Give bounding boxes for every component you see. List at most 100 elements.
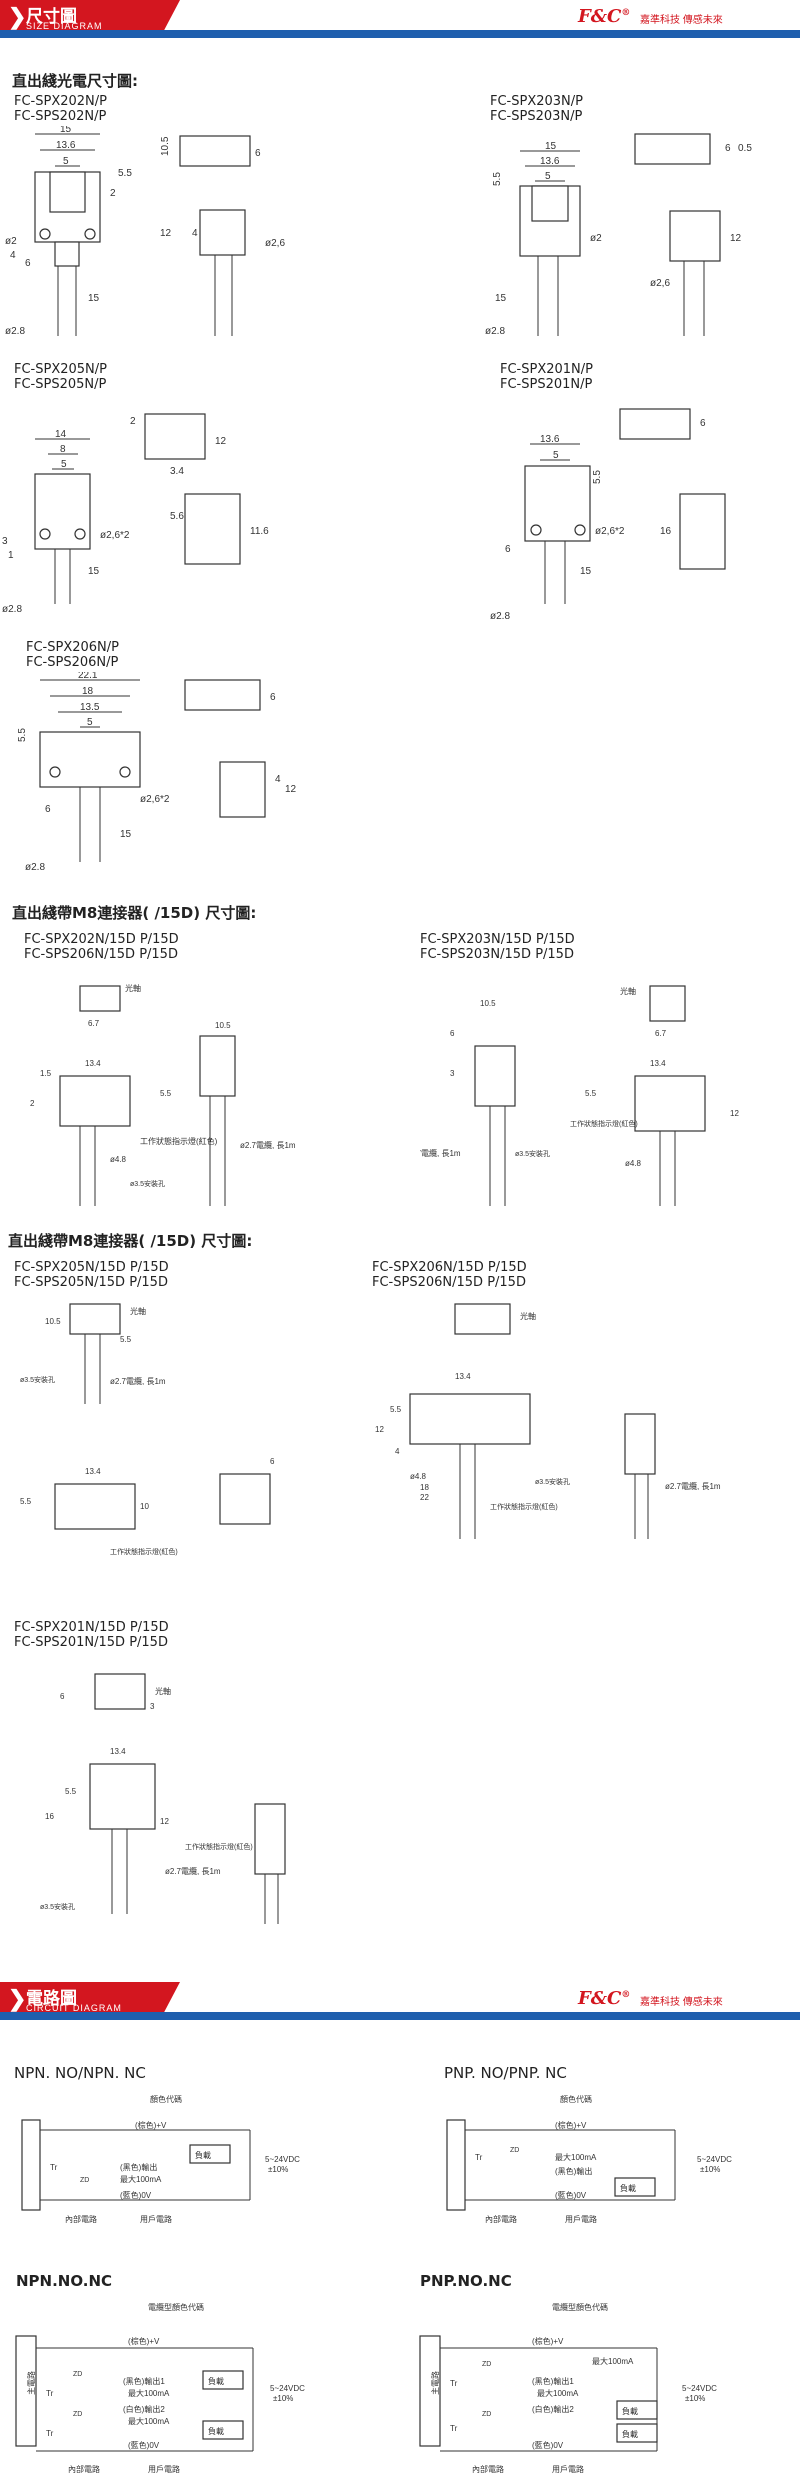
- svg-text:5: 5: [61, 459, 67, 470]
- svg-text:(藍色)0V: (藍色)0V: [555, 2190, 587, 2200]
- banner-title: 電路圖: [26, 1989, 77, 2009]
- svg-text:(黑色)輸出1: (黑色)輸出1: [532, 2376, 574, 2386]
- svg-text:4: 4: [10, 250, 16, 261]
- svg-text:光軸: 光軸: [620, 986, 636, 996]
- banner-title: 尺寸圖: [26, 7, 77, 27]
- svg-text:±10%: ±10%: [685, 2394, 705, 2403]
- svg-text:6: 6: [450, 1029, 455, 1038]
- svg-text:5: 5: [63, 156, 69, 167]
- svg-text:負載: 負載: [208, 2376, 224, 2386]
- svg-text:ø3.5安裝孔: ø3.5安裝孔: [40, 1902, 75, 1911]
- svg-text:ø4.8: ø4.8: [410, 1472, 427, 1481]
- circuit-npn-no-nc-dual: 主電路 負載 負載 電纜型顏色代碼 (棕色)+V (黑色)輸出1 最大100mA…: [15, 2302, 305, 2474]
- circuit-npn-no-nc: 負載 顏色代碼 (棕色)+V (黑色)輸出 最大100mA (藍色)0V 5~2…: [21, 2094, 300, 2224]
- svg-text:用戶電路: 用戶電路: [565, 2214, 597, 2224]
- svg-text:4: 4: [395, 1447, 400, 1456]
- svg-text:用戶電路: 用戶電路: [552, 2464, 584, 2474]
- svg-text:4: 4: [275, 774, 281, 785]
- svg-text:5.5: 5.5: [592, 470, 603, 484]
- svg-text:1.5: 1.5: [40, 1069, 52, 1078]
- svg-text:15: 15: [120, 829, 132, 840]
- svg-text:5.5: 5.5: [120, 1335, 132, 1344]
- svg-text:(黑色)輸出: (黑色)輸出: [120, 2162, 157, 2172]
- svg-text:工作狀態指示燈(紅色): 工作狀態指示燈(紅色): [570, 1119, 638, 1128]
- svg-text:(棕色)+V: (棕色)+V: [128, 2336, 160, 2346]
- svg-text:5.5: 5.5: [17, 728, 28, 742]
- brand-logo: F&C®: [578, 1988, 631, 2009]
- circuit-title: PNP. NO/PNP. NC: [444, 2064, 567, 2082]
- svg-text:±10%: ±10%: [700, 2165, 720, 2174]
- svg-text:10.5: 10.5: [160, 136, 171, 156]
- svg-text:內部電路: 內部電路: [485, 2214, 517, 2224]
- svg-text:ø2.7電纜, 長1m: ø2.7電纜, 長1m: [110, 1376, 166, 1386]
- circuit-diagram-banner: ❯ 電路圖 CIRCUIT DIAGRAM F&C® 嘉準科技 傳感未來: [0, 1982, 800, 2020]
- svg-text:用戶電路: 用戶電路: [140, 2214, 172, 2224]
- svg-text:15: 15: [88, 293, 100, 304]
- svg-text:ø3.5安裝孔: ø3.5安裝孔: [130, 1179, 165, 1188]
- svg-text:5~24VDC: 5~24VDC: [265, 2155, 300, 2164]
- svg-text:5.5: 5.5: [492, 172, 503, 186]
- svg-text:內部電路: 內部電路: [65, 2214, 97, 2224]
- svg-text:3: 3: [450, 1069, 455, 1078]
- svg-text:13.4: 13.4: [110, 1747, 126, 1756]
- svg-text:14: 14: [55, 429, 67, 440]
- svg-text:光軸: 光軸: [520, 1311, 536, 1321]
- svg-text:18: 18: [420, 1483, 429, 1492]
- svg-text:ø2.7電纜, 長1m: ø2.7電纜, 長1m: [420, 1148, 461, 1158]
- svg-text:電纜型顏色代碼: 電纜型顏色代碼: [552, 2302, 608, 2312]
- svg-text:12: 12: [160, 1817, 169, 1826]
- svg-text:ø2,6*2: ø2,6*2: [100, 530, 130, 541]
- svg-text:ø2.8: ø2.8: [485, 326, 505, 337]
- brand-slogan: 嘉準科技 傳感未來: [640, 1997, 723, 2008]
- svg-text:10: 10: [140, 1502, 149, 1511]
- svg-text:5~24VDC: 5~24VDC: [270, 2384, 305, 2393]
- svg-text:10.5: 10.5: [480, 999, 496, 1008]
- svg-text:15: 15: [580, 566, 592, 577]
- svg-text:最大100mA: 最大100mA: [128, 2416, 170, 2426]
- svg-text:內部電路: 內部電路: [68, 2464, 100, 2474]
- svg-text:(黑色)輸出1: (黑色)輸出1: [123, 2376, 165, 2386]
- svg-text:ø2.7電纜, 長1m: ø2.7電纜, 長1m: [240, 1140, 296, 1150]
- svg-text:ø3.5安裝孔: ø3.5安裝孔: [515, 1149, 550, 1158]
- svg-text:5.5: 5.5: [585, 1089, 597, 1098]
- svg-text:ø4.8: ø4.8: [110, 1155, 127, 1164]
- svg-text:ø2.8: ø2.8: [25, 862, 45, 873]
- svg-text:0.5: 0.5: [738, 143, 752, 154]
- svg-text:光軸: 光軸: [125, 983, 141, 993]
- svg-text:3: 3: [2, 536, 8, 547]
- section-heading-m8-b: 直出綫帶M8連接器( /15D) 尺寸圖:: [8, 1232, 253, 1250]
- svg-text:光軸: 光軸: [130, 1306, 146, 1316]
- svg-text:13.4: 13.4: [85, 1467, 101, 1476]
- svg-text:12: 12: [215, 436, 227, 447]
- svg-text:電纜型顏色代碼: 電纜型顏色代碼: [148, 2302, 204, 2312]
- svg-text:6: 6: [270, 1457, 275, 1466]
- circuit-title: NPN.NO.NC: [16, 2272, 113, 2290]
- svg-text:13.4: 13.4: [85, 1059, 101, 1068]
- svg-text:ø2.7電纜, 長1m: ø2.7電纜, 長1m: [165, 1866, 221, 1876]
- svg-text:15: 15: [545, 141, 557, 152]
- svg-text:5.5: 5.5: [390, 1405, 402, 1414]
- svg-text:最大100mA: 最大100mA: [592, 2356, 634, 2366]
- svg-text:6: 6: [25, 258, 31, 269]
- svg-text:13.6: 13.6: [540, 434, 560, 445]
- size-diagram-banner: ❯ 尺寸圖 SIZE DIAGRAM F&C® 嘉準科技 傳感未來: [0, 0, 800, 38]
- banner-subtitle: SIZE DIAGRAM: [26, 21, 103, 31]
- svg-text:ZD: ZD: [73, 2371, 82, 2378]
- svg-text:工作狀態指示燈(紅色): 工作狀態指示燈(紅色): [490, 1502, 558, 1511]
- svg-text:13.6: 13.6: [56, 140, 76, 151]
- circuit-title: NPN. NO/NPN. NC: [14, 2064, 146, 2082]
- svg-text:16: 16: [660, 526, 672, 537]
- svg-text:主電路: 主電路: [430, 2371, 440, 2395]
- svg-text:5.5: 5.5: [160, 1089, 172, 1098]
- svg-text:10.5: 10.5: [215, 1021, 231, 1030]
- svg-text:ø3.5安裝孔: ø3.5安裝孔: [535, 1477, 570, 1486]
- m8-drawing-202: 光軸 6.7 13.4 1.525.5 工作狀態指示燈(紅色) ø4.8ø3.5…: [30, 983, 296, 1206]
- svg-text:顏色代碼: 顏色代碼: [560, 2094, 592, 2104]
